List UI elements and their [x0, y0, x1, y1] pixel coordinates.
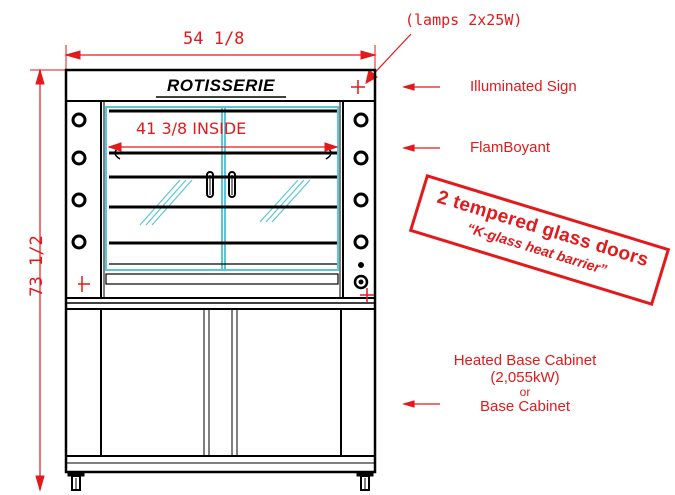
left-spit-knobs: [71, 112, 87, 250]
base-line-3: or: [519, 385, 531, 399]
door-handles: [206, 171, 236, 198]
width-dimension-label: 54 1/8: [183, 29, 245, 49]
illuminated-sign-label: Illuminated Sign: [470, 78, 577, 95]
feet: [67, 471, 374, 491]
inside-width-dimension: [107, 142, 339, 152]
drip-tray: [105, 263, 339, 285]
callout-arrows: [401, 83, 440, 408]
control-panel: [353, 262, 369, 290]
spit-bars: [109, 109, 337, 245]
base-line-4: Base Cabinet: [479, 398, 571, 415]
lamps-leader: [365, 33, 412, 84]
base-line-2: (2,055kW): [490, 369, 560, 386]
right-spit-knobs: [353, 112, 369, 250]
base-cabinet-label: Heated Base Cabinet (2,055kW) or Base Ca…: [430, 352, 620, 415]
rotisserie-sign-text: ROTISSERIE: [167, 76, 275, 95]
lamps-label: (lamps 2x25W): [405, 11, 523, 29]
flamboyant-label: FlamBoyant: [470, 139, 551, 156]
height-dimension-label: 73 1/2: [27, 235, 47, 297]
inside-width-label: 41 3/8 INSIDE: [136, 119, 247, 138]
glass-reflection-marks: [139, 179, 311, 226]
cabinet-outline: [64, 68, 377, 474]
width-dimension-line: [64, 45, 377, 70]
base-line-1: Heated Base Cabinet: [453, 352, 597, 369]
height-dimension-line: [30, 68, 66, 492]
reference-crosses: [78, 80, 374, 302]
